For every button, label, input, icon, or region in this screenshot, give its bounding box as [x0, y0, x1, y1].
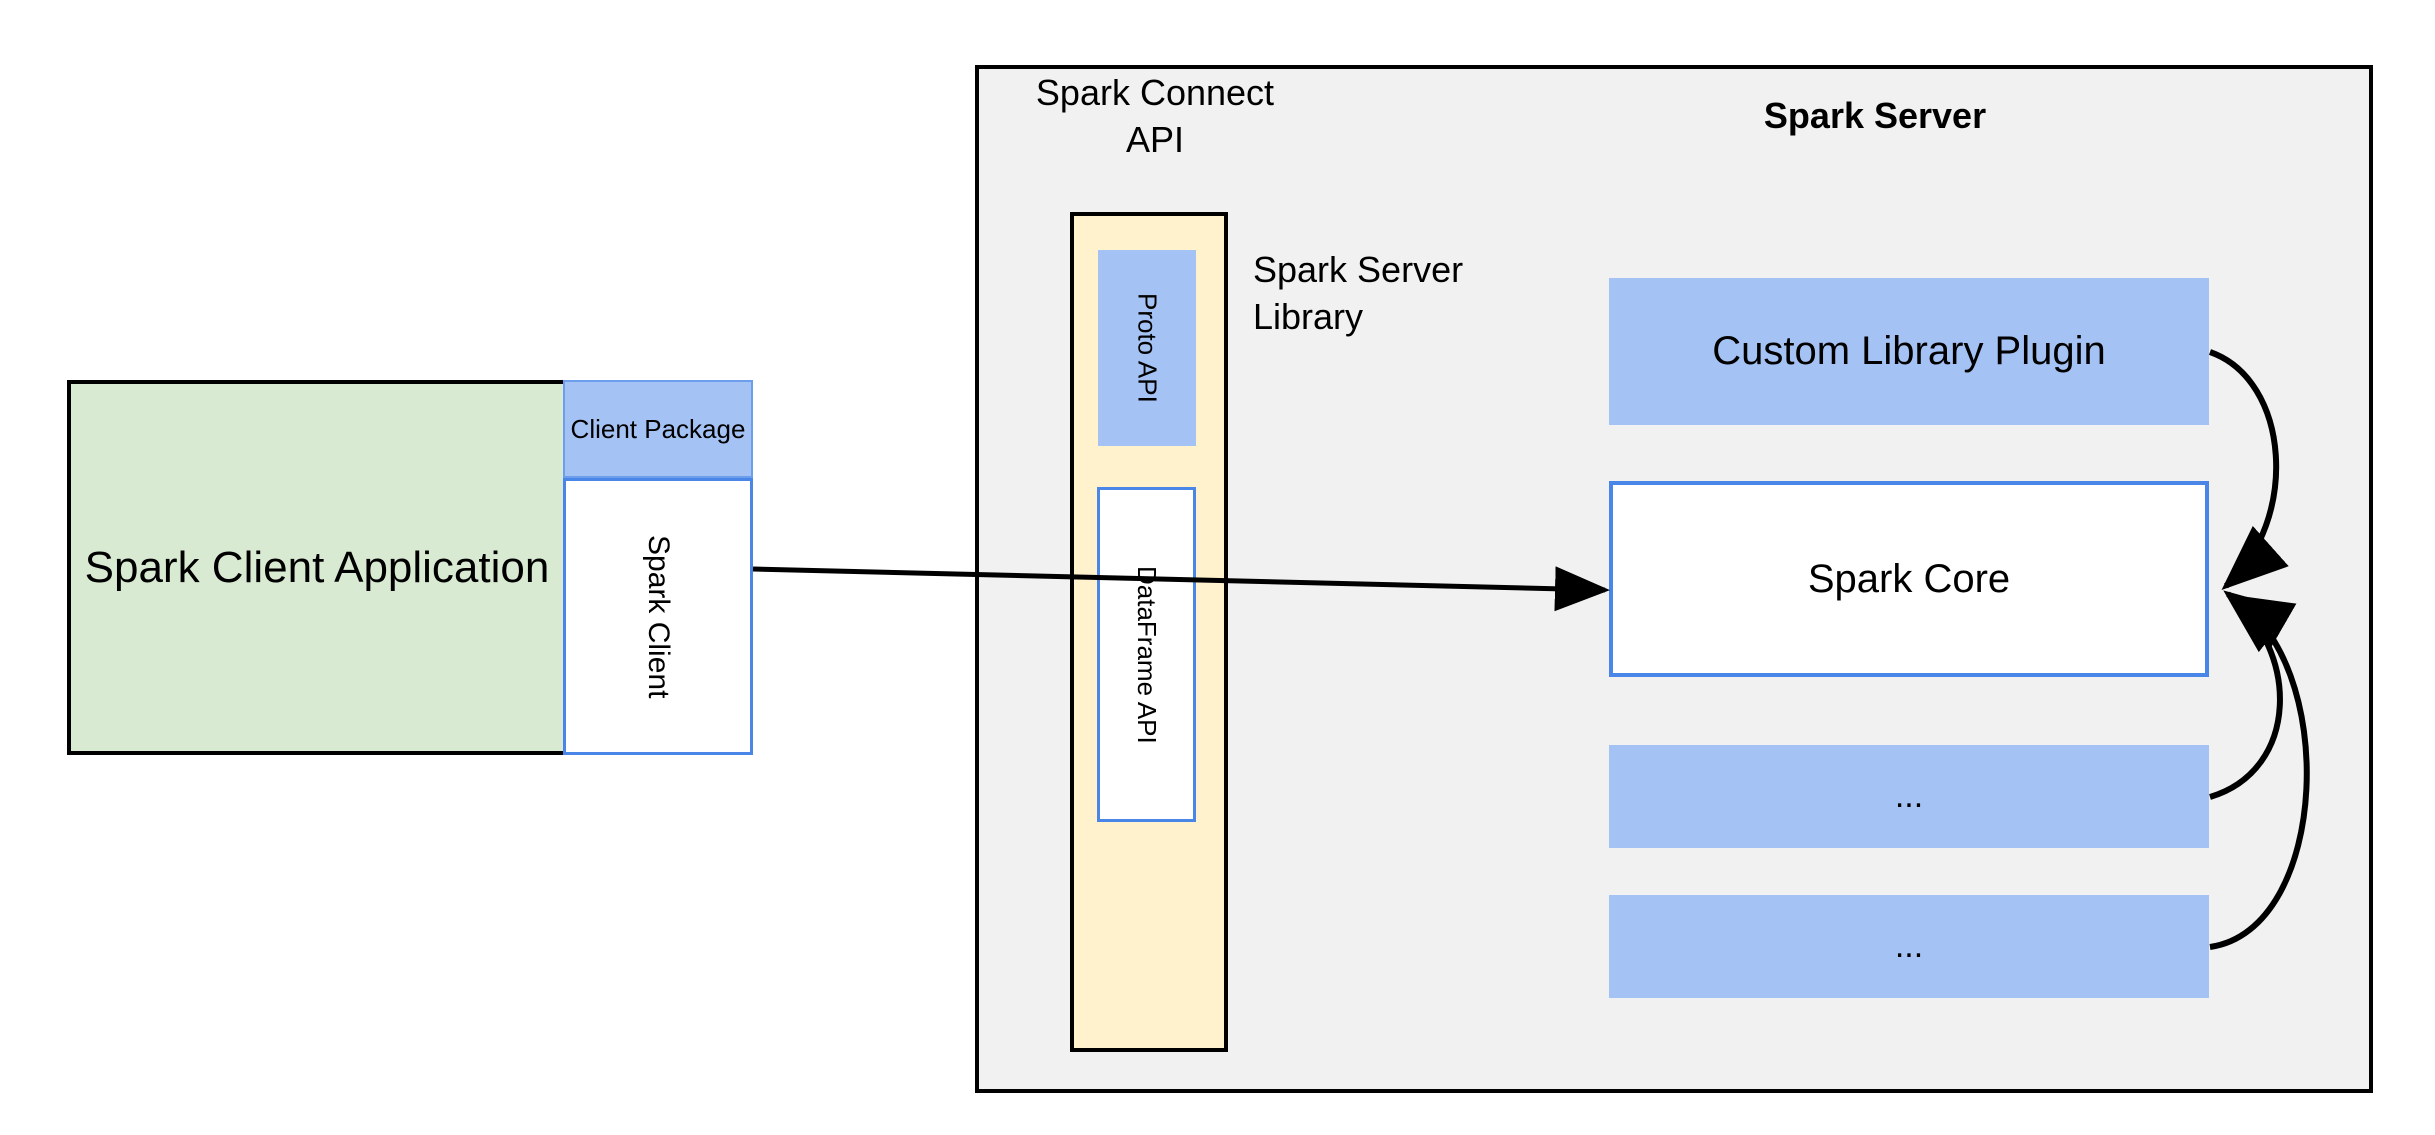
spark-client-application-label: Spark Client Application [84, 542, 550, 592]
client-package-box[interactable]: Client Package [563, 380, 753, 478]
spark-client-box[interactable]: Spark Client [563, 478, 753, 755]
spark-core-box[interactable]: Spark Core [1609, 481, 2209, 677]
ellipsis-label-1: ... [1894, 777, 1924, 815]
server-component-ellipsis-1[interactable]: ... [1609, 745, 2209, 848]
spark-client-application-box[interactable]: Spark Client Application [67, 380, 567, 755]
server-component-ellipsis-2[interactable]: ... [1609, 895, 2209, 998]
proto-api-label: Proto API [1132, 293, 1163, 403]
spark-client-label: Spark Client [642, 534, 675, 699]
client-package-label: Client Package [570, 413, 746, 444]
spark-server-library-label: Spark Server Library [1253, 249, 1464, 337]
spark-server-title: Spark Server [1763, 95, 1987, 136]
custom-library-plugin-box[interactable]: Custom Library Plugin [1609, 278, 2209, 425]
custom-library-plugin-label: Custom Library Plugin [1712, 329, 2106, 373]
proto-api-box[interactable]: Proto API [1098, 250, 1196, 446]
spark-connect-api-label: Spark Connect API [1035, 72, 1275, 160]
ellipsis-label-2: ... [1894, 927, 1924, 965]
spark-core-label: Spark Core [1807, 556, 2011, 601]
dataframe-api-label: DataFrame API [1132, 565, 1162, 744]
dataframe-api-box[interactable]: DataFrame API [1097, 487, 1196, 822]
